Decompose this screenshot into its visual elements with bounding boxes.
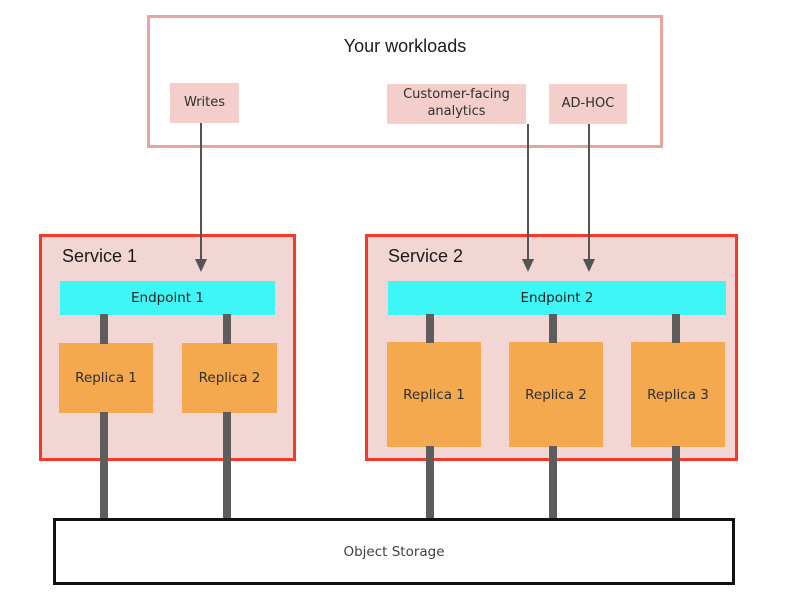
endpoint-label: Endpoint 1	[131, 290, 204, 306]
connector-endpoint1-replica2	[223, 314, 231, 344]
service-1-endpoint-node: Endpoint 1	[60, 281, 275, 315]
service-2-replica-2-node: Replica 2	[509, 342, 603, 447]
workloads-title: Your workloads	[343, 36, 467, 56]
connector-s1-replica1-storage	[100, 412, 108, 521]
workload-node-ad-hoc: AD-HOC	[549, 84, 627, 124]
service-1-replica-1-node: Replica 1	[59, 343, 153, 413]
arrow-head-icon	[195, 259, 207, 272]
service-1-title: Service 1	[62, 246, 138, 266]
arrow-line	[200, 123, 202, 259]
connector-s2-replica2-storage	[549, 446, 557, 521]
workload-node-writes: Writes	[170, 83, 239, 123]
connector-s2-replica1-storage	[426, 446, 434, 521]
connector-endpoint2-replica1	[426, 314, 434, 343]
arrow-head-icon	[583, 259, 595, 272]
object-storage-label: Object Storage	[343, 543, 445, 560]
connector-endpoint1-replica1	[100, 314, 108, 344]
replica-label: Replica 3	[647, 386, 709, 403]
arrow-line	[588, 124, 590, 259]
your-workloads-group: Your workloads Writes Customer-facing an…	[147, 15, 663, 148]
service-1-group: Service 1 Endpoint 1 Replica 1 Replica 2	[39, 234, 296, 461]
arrow-writes-to-endpoint1	[195, 123, 207, 272]
endpoint-label: Endpoint 2	[520, 290, 594, 306]
arrow-customer-analytics-to-endpoint2	[522, 124, 534, 272]
connector-s1-replica2-storage	[223, 412, 231, 521]
service-2-title: Service 2	[388, 246, 464, 266]
workload-node-label: Writes	[183, 94, 226, 110]
replica-label: Replica 1	[75, 370, 137, 386]
service-2-replica-1-node: Replica 1	[387, 342, 481, 447]
replica-label: Replica 2	[525, 386, 587, 403]
replica-label: Replica 2	[198, 370, 261, 386]
replica-label: Replica 1	[403, 386, 465, 403]
connector-endpoint2-replica2	[549, 314, 557, 343]
workload-node-label: Customer-facing analytics	[403, 87, 510, 119]
arrow-adhoc-to-endpoint2	[583, 124, 595, 272]
arrow-line	[527, 124, 529, 259]
workload-node-customer-facing-analytics: Customer-facing analytics	[387, 84, 526, 124]
workload-node-label: AD-HOC	[561, 95, 615, 111]
service-1-replica-2-node: Replica 2	[182, 343, 277, 413]
connector-s2-replica3-storage	[672, 446, 680, 521]
service-2-group: Service 2 Endpoint 2 Replica 1 Replica 2…	[365, 234, 738, 461]
object-storage-node: Object Storage	[53, 518, 735, 585]
arrow-head-icon	[522, 259, 534, 272]
connector-endpoint2-replica3	[672, 314, 680, 343]
service-2-endpoint-node: Endpoint 2	[388, 281, 726, 315]
service-2-replica-3-node: Replica 3	[631, 342, 725, 447]
